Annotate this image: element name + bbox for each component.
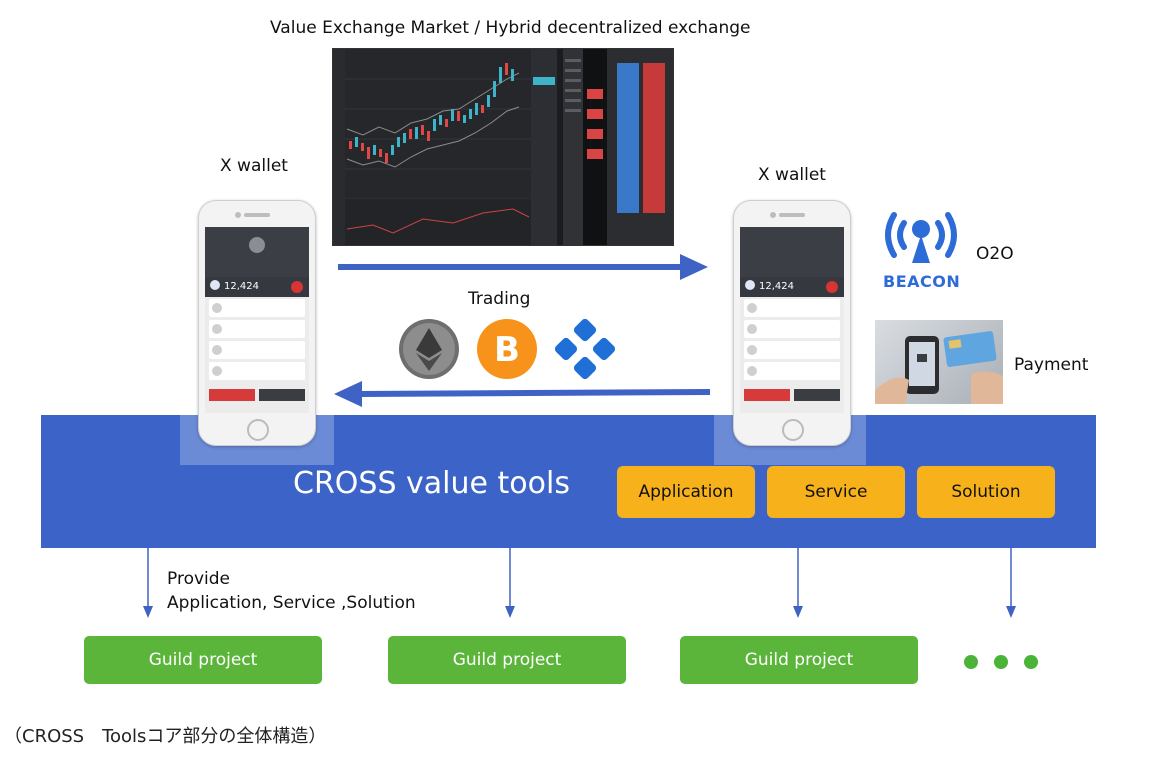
- arrow-left-line: [359, 389, 711, 397]
- provide-label-line2: Application, Service ,Solution: [167, 593, 416, 613]
- left-phone-screen: 12,424: [205, 227, 309, 413]
- svg-text:B: B: [494, 330, 520, 370]
- left-wallet-label: X wallet: [220, 156, 288, 176]
- arrow-left-head: [334, 381, 362, 407]
- right-wallet-label: X wallet: [758, 165, 826, 185]
- provide-label-line1: Provide: [167, 569, 231, 589]
- left-balance: 12,424: [224, 281, 259, 292]
- guild-project-2[interactable]: Guild project: [388, 636, 626, 684]
- service-button[interactable]: Service: [767, 466, 905, 518]
- trading-label: Trading: [468, 289, 531, 309]
- guild-project-1[interactable]: Guild project: [84, 636, 322, 684]
- diagram-title: Value Exchange Market / Hybrid decentral…: [270, 18, 751, 38]
- left-phone: 12,424: [198, 200, 316, 446]
- right-phone: 12,424: [733, 200, 851, 446]
- o2o-label: O2O: [976, 244, 1014, 264]
- candlestick-chart-image: [333, 49, 673, 245]
- guild-project-3[interactable]: Guild project: [680, 636, 918, 684]
- more-dot-2: [994, 655, 1008, 669]
- beacon-icon: [880, 205, 962, 293]
- exchange-arrows: [334, 254, 711, 407]
- xrp-diamond-icon: [554, 318, 616, 380]
- band-title: CROSS value tools: [293, 466, 570, 501]
- payment-photo: [875, 320, 1003, 404]
- right-phone-screen: 12,424: [740, 227, 844, 413]
- ethereum-icon: [398, 318, 460, 380]
- right-balance: 12,424: [759, 281, 794, 292]
- arrow-right-head: [680, 254, 708, 280]
- bitcoin-icon: B: [476, 318, 538, 380]
- exchange-chart-screenshot: [332, 48, 674, 246]
- more-dot-3: [1024, 655, 1038, 669]
- caption: （CROSS Toolsコア部分の全体構造）: [4, 726, 327, 747]
- payment-label: Payment: [1014, 355, 1089, 375]
- more-dot-1: [964, 655, 978, 669]
- application-button[interactable]: Application: [617, 466, 755, 518]
- beacon-text: BEACON: [883, 272, 961, 291]
- provide-arrows: [143, 548, 1016, 618]
- solution-button[interactable]: Solution: [917, 466, 1055, 518]
